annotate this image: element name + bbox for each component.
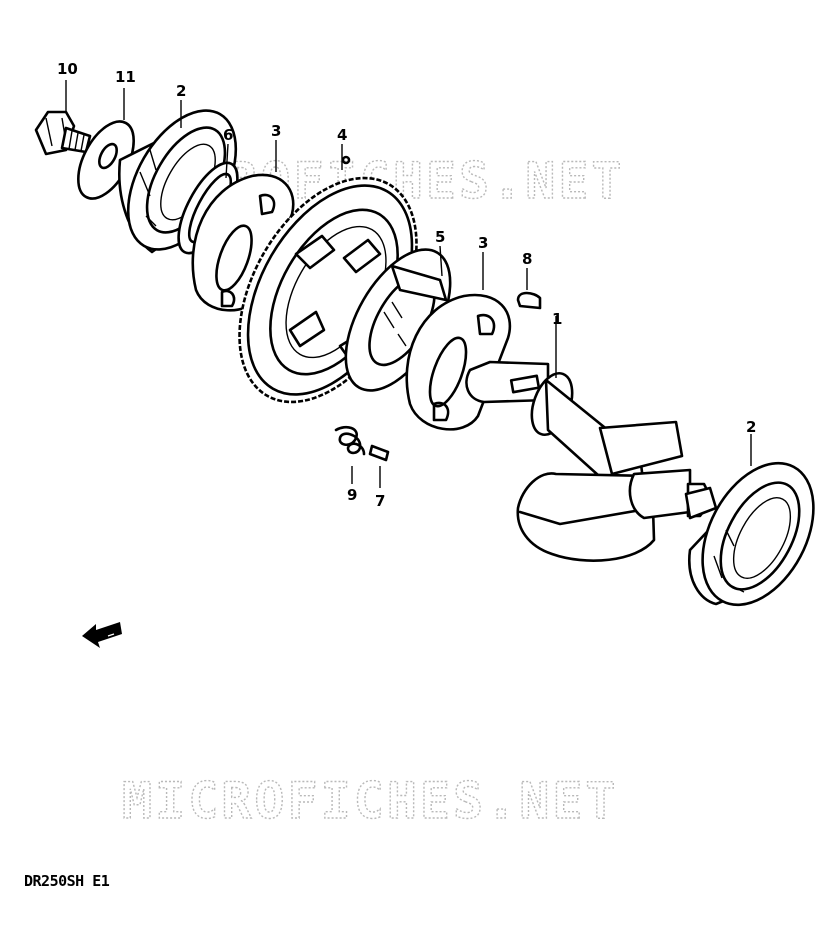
callout-6: 6 (223, 126, 233, 144)
leader-lines (65, 80, 752, 488)
callout-8: 8 (522, 250, 532, 268)
part-8-key (516, 291, 542, 310)
watermark-bottom: MICROFICHES.NET (122, 772, 619, 830)
callout-3-right: 3 (478, 234, 488, 252)
part-1-balancer-shaft (465, 360, 718, 562)
part-2-bearing-right (688, 461, 815, 607)
part-10-bolt (34, 110, 92, 156)
callout-4: 4 (337, 126, 347, 144)
callout-5: 5 (435, 228, 445, 246)
callout-9: 9 (347, 486, 357, 504)
part-9-spring (334, 425, 366, 456)
model-code: DR250SH E1 (24, 872, 110, 890)
part-7-pin (368, 444, 390, 462)
callout-2-right: 2 (746, 418, 756, 436)
callout-11: 11 (115, 68, 136, 86)
callout-2-left: 2 (176, 82, 186, 100)
callout-10: 10 (57, 60, 78, 78)
callouts: 10 11 2 6 3 4 5 3 8 1 2 9 7 (57, 60, 756, 510)
front-arrow-icon (82, 622, 122, 648)
callout-7: 7 (375, 492, 385, 510)
callout-1: 1 (552, 310, 562, 328)
part-3-plate-left (191, 173, 295, 312)
callout-3-left: 3 (271, 122, 281, 140)
